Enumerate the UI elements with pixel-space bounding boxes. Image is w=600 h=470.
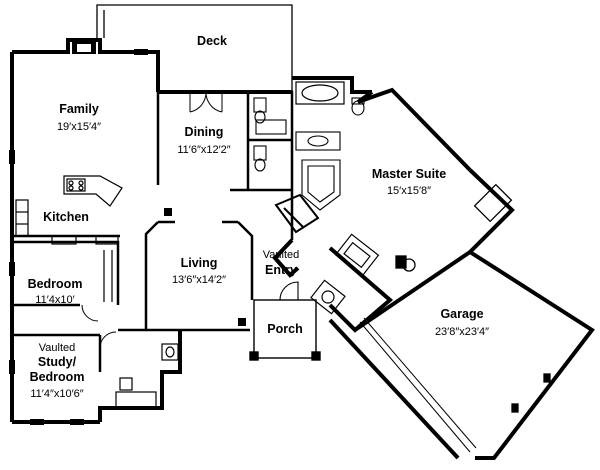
garage-dims: 23′8″x23′4″ [435,326,489,338]
garage-door [359,317,477,453]
windows [9,49,246,425]
room-labels: Deck Family 19′x15′4″ Dining 11′6″x12′2″… [28,34,490,400]
garage-label: Garage [440,307,483,321]
entry-label: Entry [265,263,297,277]
porch-label: Porch [267,322,302,336]
deck-area [96,4,293,92]
laundry [310,233,380,315]
family-dims: 19′x15′4″ [57,121,101,133]
hall-bath [115,343,179,409]
study-bedroom-label: Bedroom [30,370,85,384]
porch-walls [249,299,321,361]
bathtub [295,81,345,105]
fireplace [72,40,96,54]
interior-walls [12,90,294,372]
entry-vaulted-label: Vaulted [263,249,300,261]
family-label: Family [59,102,99,116]
study-vaulted-label: Vaulted [39,342,76,354]
deck-label: Deck [197,34,227,48]
garage-walls [328,250,595,460]
living-label: Living [181,256,218,270]
master-suite-dims: 15′x15′8″ [387,185,431,197]
dining-doors [189,91,223,113]
living-dims: 13′6″x14′2″ [172,274,226,286]
dining-dims: 11′6″x12′2″ [177,144,230,156]
kitchen-label: Kitchen [43,210,89,224]
bedroom-label: Bedroom [28,277,83,291]
bath-fixtures [253,97,365,211]
study-dims: 11′4″x10′6″ [30,388,83,400]
kitchen-fixtures [15,175,123,245]
dining-label: Dining [185,125,224,139]
master-closets [274,193,320,234]
bedroom-doors [81,304,117,349]
bedroom-closet [103,250,113,302]
bedroom-dims: 11′4x10′ [35,294,74,306]
master-suite-label: Master Suite [372,167,446,181]
garage-fixtures [395,183,551,413]
study-label: Study/ [38,355,77,369]
entry-door [279,281,299,301]
